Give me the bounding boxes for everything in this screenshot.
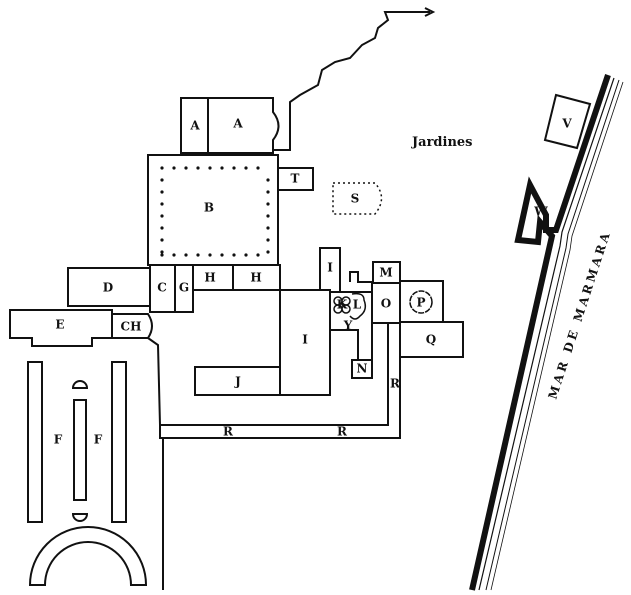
label-i: I [302,333,308,347]
label-h: H [204,271,215,285]
building-v [543,93,592,150]
column-dot [160,214,164,218]
room-n [351,359,373,379]
column-dot [256,166,260,170]
label-e: E [55,318,64,332]
west-wall [147,337,161,426]
label-g: G [179,281,189,295]
label-o: O [381,297,391,311]
label-s: S [351,192,360,206]
column-dot [266,250,270,254]
fountain-k [333,296,351,314]
column-dot [160,250,164,254]
basin-l [349,292,367,320]
corridor-r [159,323,401,439]
column-dot [232,166,236,170]
column-dot [266,178,270,182]
column-dot [266,226,270,230]
column-dot [208,253,212,257]
column-dot [266,214,270,218]
room-j [194,366,281,396]
column-dot [196,166,200,170]
column-dot [160,178,164,182]
label-n: N [357,362,368,376]
column-dot [266,190,270,194]
label-p: P [416,296,425,310]
semicircle-structure [28,526,148,586]
label-i-small: I [327,261,333,275]
column-dot [266,238,270,242]
label-q: Q [426,333,436,347]
room-o [371,282,401,324]
arrow-icon [424,7,436,17]
fountain-p [409,290,433,314]
room-t [277,167,314,191]
column-dot [220,166,224,170]
label-t: T [291,172,300,186]
label-v: V [561,117,572,131]
label-d: D [103,281,113,295]
column-dot [220,253,224,257]
column-dot [160,238,164,242]
label-l: L [353,298,362,312]
label-r: R [223,425,234,439]
label-k: K [337,298,348,312]
column-dot [244,253,248,257]
colonnade-f-left [27,361,43,523]
column-dot [244,166,248,170]
column-dot [184,166,188,170]
column-dot [160,253,164,257]
label-a: A [232,117,243,131]
column-dot [208,166,212,170]
column-dot [232,253,236,257]
label-f: F [94,433,103,447]
exedra-top [71,380,89,389]
label-r: R [337,425,348,439]
label-j: J [234,375,241,389]
column-dot [256,253,260,257]
sea-label: MAR DE MARMARA [546,228,614,401]
label-b: B [204,201,214,215]
colonnade-f-middle [73,399,87,501]
column-dot [160,226,164,230]
label-m: M [379,266,392,280]
column-dot [160,202,164,206]
exedra-bottom [71,513,89,522]
pavilion-s [332,182,383,215]
label-y: Y [343,319,353,333]
room-ch [111,313,153,339]
room-i [279,289,331,396]
column-dot [172,253,176,257]
label-c: C [157,281,167,295]
courtyard-b [147,154,279,266]
label-ch: CH [121,320,142,334]
column-dot [160,190,164,194]
label-f: F [54,433,63,447]
column-dot [160,166,164,170]
north-boundary-wall [274,11,430,151]
label-h: H [250,271,261,285]
room-a-right [207,97,280,154]
sea-wall [469,74,624,591]
room-h-right [232,264,281,291]
colonnade-f-right [111,361,127,523]
column-dot [196,253,200,257]
column-dot [172,166,176,170]
gardens-label: Jardines [411,135,473,150]
colonnade-dots [160,166,270,257]
column-dot [266,202,270,206]
room-q [399,321,464,358]
label-r: R [390,377,401,391]
label-a: A [189,119,200,133]
column-dot [184,253,188,257]
wall-k [329,292,359,360]
label-w: W [533,205,548,219]
